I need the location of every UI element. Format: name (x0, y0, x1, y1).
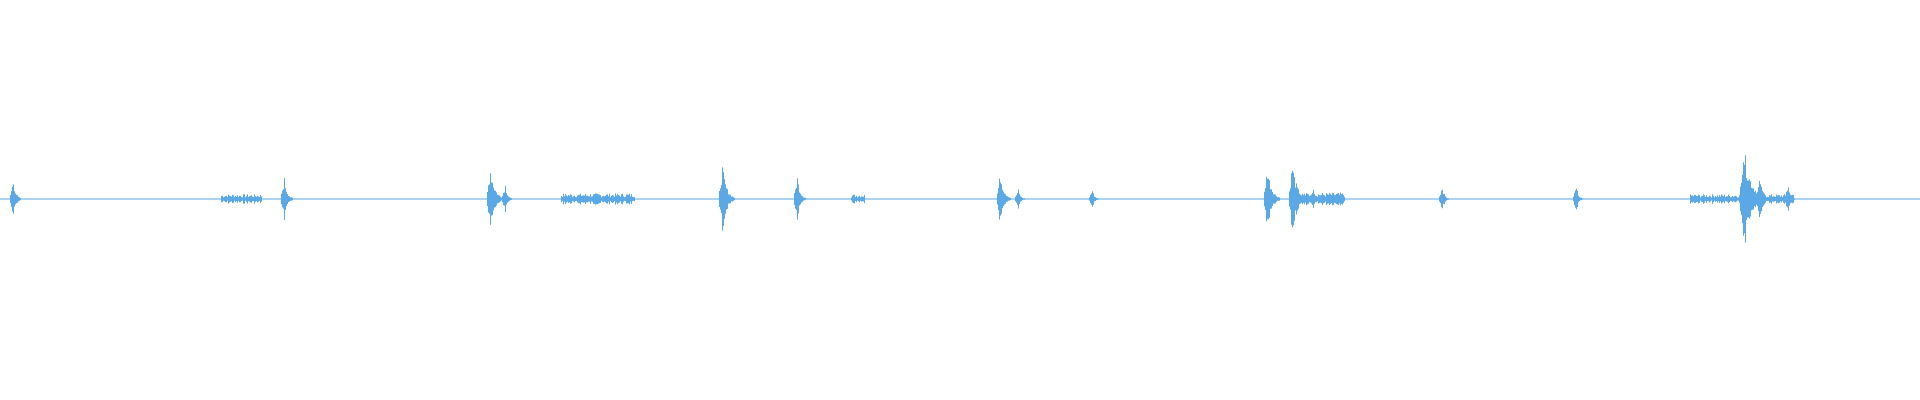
waveform-peaks (10, 155, 1795, 243)
